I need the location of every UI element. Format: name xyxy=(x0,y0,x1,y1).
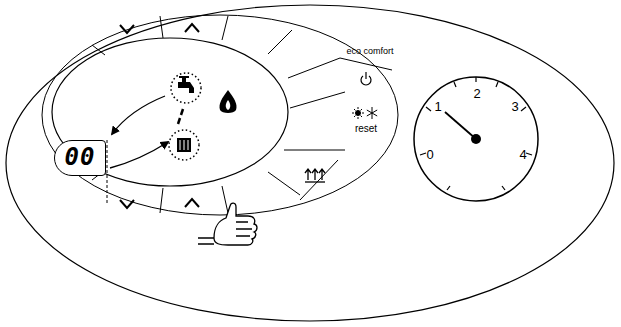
indicator-arrow xyxy=(112,96,165,134)
gauge-number: 2 xyxy=(473,86,480,101)
button-dividers xyxy=(92,16,392,213)
season-symbol xyxy=(352,107,377,119)
button-ring xyxy=(42,15,398,215)
pressure-gauge xyxy=(414,77,538,201)
panel-outline xyxy=(6,5,614,321)
gauge-number: 0 xyxy=(426,147,433,162)
radiator-icon xyxy=(169,130,199,160)
mode-button: eco comfort xyxy=(345,36,395,68)
reset-button: reset xyxy=(344,121,388,137)
tap-icon xyxy=(171,73,201,103)
node-text: reset xyxy=(355,124,377,135)
gauge-number: 3 xyxy=(511,99,518,114)
indicator-arrow xyxy=(110,142,168,168)
power-symbol xyxy=(361,72,371,85)
gauge-number: 4 xyxy=(519,147,526,162)
heating-symbol xyxy=(305,169,325,182)
pointing-hand xyxy=(198,203,257,245)
node-text: 00 xyxy=(65,145,96,170)
arrow-buttons xyxy=(120,24,199,208)
flame-icon xyxy=(219,90,236,113)
status-marks xyxy=(178,109,183,124)
dashed-line xyxy=(107,140,108,205)
display-readout: 00 xyxy=(54,140,106,176)
display-ellipse xyxy=(52,38,288,186)
node-text: eco comfort xyxy=(346,47,393,56)
gauge-number: 1 xyxy=(434,99,441,114)
